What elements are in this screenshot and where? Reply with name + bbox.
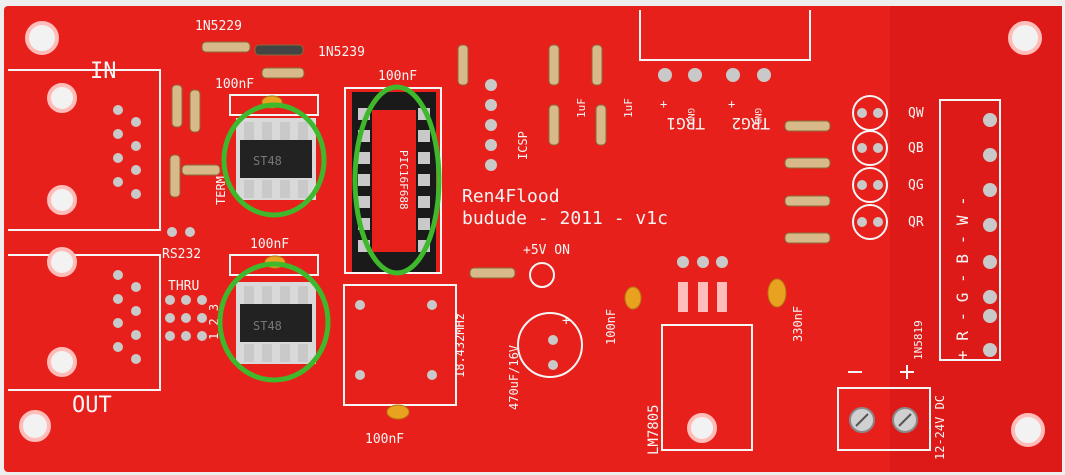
chip-top: ST48 xyxy=(236,118,316,200)
rj-connector-out-pins xyxy=(113,270,141,364)
led-pads xyxy=(857,108,883,227)
elcap-polarity-mark: + xyxy=(562,313,570,329)
label-qg: QG xyxy=(908,178,924,193)
rj-connector-in-pins xyxy=(113,105,141,199)
chip-bottom: ST48 xyxy=(236,282,316,364)
label-cap-100nf-d: 100nF xyxy=(365,432,404,447)
label-cap-1uf-b: 1uF xyxy=(622,98,635,118)
chip-top-marking: ST48 xyxy=(253,154,282,168)
label-regulator: LM7805 xyxy=(646,404,662,455)
label-plus-b: + xyxy=(728,97,735,111)
label-qb: QB xyxy=(908,141,924,156)
label-cap-100nf-c: 100nF xyxy=(378,69,417,84)
label-5v-on: +5V ON xyxy=(523,243,570,258)
label-1n5229: 1N5229 xyxy=(195,19,242,34)
label-gnd-b: GND xyxy=(752,108,762,124)
highlight-circles xyxy=(217,84,442,383)
label-power-in: 12-24V DC xyxy=(933,395,947,460)
mcu-footprint-label: PIC16F688 xyxy=(397,150,410,210)
label-rs232: RS232 xyxy=(162,247,201,262)
resistors xyxy=(169,41,831,279)
label-term: TERM xyxy=(214,176,228,205)
label-thru: THRU xyxy=(168,279,199,294)
label-cap-100nf-e: 100nF xyxy=(604,309,618,345)
label-1n5819: 1N5819 xyxy=(912,320,925,360)
highlight-mcu-socket xyxy=(352,84,442,276)
highlight-chip-bottom xyxy=(217,261,331,383)
screw-terminal xyxy=(849,407,918,433)
led-outlines xyxy=(852,95,888,240)
board-title-line2: budude - 2011 - v1c xyxy=(462,208,668,229)
rj-connector-out xyxy=(8,247,161,391)
label-thru-pins: 1 2 3 xyxy=(207,304,221,340)
label-in: IN xyxy=(90,59,117,84)
label-cap-330nf: 330nF xyxy=(791,306,805,342)
mounting-holes xyxy=(19,21,1045,447)
regulator-footprint xyxy=(678,282,727,312)
board-title-line1: Ren4Flood xyxy=(462,186,560,207)
label-qw: QW xyxy=(908,106,924,121)
rj-connector-in xyxy=(8,69,161,231)
label-trg2: TRG2 xyxy=(731,114,770,133)
label-gnd-a: GND xyxy=(685,108,695,124)
pad-rows xyxy=(165,68,997,380)
chip-bottom-marking: ST48 xyxy=(253,319,282,333)
label-connector-pins: + R - G - B - W - xyxy=(953,196,972,360)
label-cap-1uf-a: 1uF xyxy=(575,98,588,118)
label-cap-100nf-b: 100nF xyxy=(250,237,289,252)
highlight-chip-top xyxy=(221,102,327,218)
label-plus-a: + xyxy=(660,97,667,111)
label-cap-100nf-a: 100nF xyxy=(215,77,254,92)
label-1n5239: 1N5239 xyxy=(318,45,365,60)
label-trg1: TRG1 xyxy=(666,114,705,133)
label-out: OUT xyxy=(72,393,112,418)
label-elcap: 470uF/16V xyxy=(507,345,521,410)
label-qr: QR xyxy=(908,215,924,230)
label-icsp: ICSP xyxy=(516,131,530,160)
board-edge-zone xyxy=(890,6,1062,472)
